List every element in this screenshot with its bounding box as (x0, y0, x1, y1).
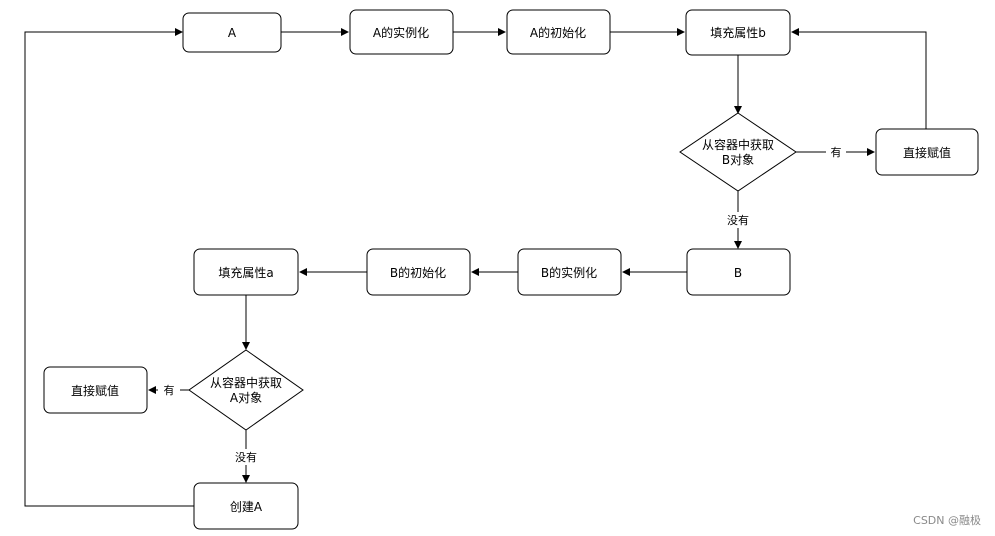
node-get-b-label-line1: 从容器中获取 (702, 137, 774, 152)
node-assign-left-label: 直接赋值 (71, 383, 119, 398)
node-a-initialize (506, 9, 611, 55)
node-get-b-decision (679, 112, 797, 192)
edge-label-none-a: 没有 (235, 450, 257, 464)
node-get-a-decision (188, 349, 304, 431)
node-b (686, 248, 791, 296)
node-assign-left (43, 366, 148, 414)
node-a-label: A (228, 26, 237, 40)
node-fill-b-label: 填充属性b (710, 25, 766, 40)
node-get-b-label-line2: B对象 (722, 153, 754, 167)
edge-assign-right-to-fill-b (791, 28, 927, 129)
node-fill-a-label: 填充属性a (218, 265, 273, 280)
node-assign-right (875, 128, 979, 176)
watermark: CSDN @融极 (913, 514, 981, 527)
node-get-a-label-line1: 从容器中获取 (210, 375, 282, 390)
node-b-label: B (734, 266, 742, 280)
node-b-initialize (366, 248, 471, 296)
node-a (182, 12, 282, 53)
node-get-a-label-line2: A对象 (230, 391, 262, 405)
node-create-a (193, 482, 299, 530)
edge-label-none-b: 没有 (727, 213, 749, 227)
node-a-instantiate-label: A的实例化 (373, 25, 429, 40)
node-fill-b (685, 9, 791, 56)
node-b-initialize-label: B的初始化 (390, 265, 446, 280)
edge-create-a-to-a (24, 28, 194, 507)
node-fill-a (193, 248, 299, 296)
node-create-a-label: 创建A (230, 500, 263, 514)
edge-label-has-a: 有 (164, 383, 175, 397)
node-b-instantiate (517, 248, 622, 296)
edge-label-has-b: 有 (831, 145, 842, 159)
node-a-initialize-label: A的初始化 (530, 25, 586, 40)
node-a-instantiate (349, 9, 454, 55)
node-assign-right-label: 直接赋值 (903, 145, 951, 160)
node-b-instantiate-label: B的实例化 (541, 265, 597, 280)
